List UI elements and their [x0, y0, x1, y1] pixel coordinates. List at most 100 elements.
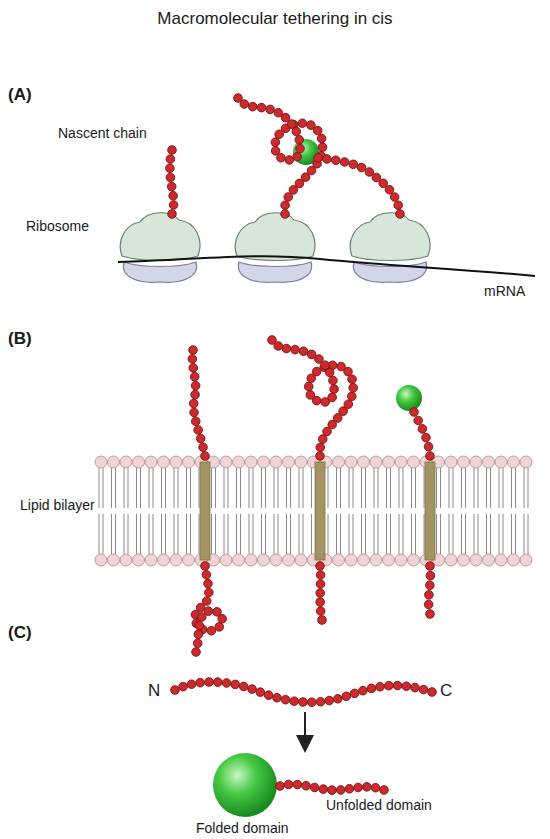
amino-acid-bead	[231, 680, 240, 689]
amino-acid-bead	[402, 682, 411, 691]
lipid-head	[158, 456, 170, 468]
amino-acid-bead	[205, 678, 214, 687]
amino-acid-bead	[316, 697, 325, 706]
amino-acid-bead	[384, 681, 393, 690]
lipid-head	[508, 456, 520, 468]
lipid-tail	[186, 468, 187, 508]
lipid-tail	[424, 468, 425, 508]
lipid-head	[270, 456, 282, 468]
lipid-tail	[453, 514, 454, 554]
amino-acid-bead	[193, 639, 202, 648]
amino-acid-bead	[293, 152, 302, 161]
lipid-tail	[528, 468, 529, 508]
amino-acid-bead	[319, 785, 328, 794]
amino-acid-bead	[414, 416, 423, 425]
amino-acid-bead	[367, 684, 376, 693]
lipid-head	[345, 456, 357, 468]
lipid-tail	[240, 468, 241, 508]
lipid-tail	[178, 468, 179, 508]
lipid-tail	[515, 468, 516, 508]
lipid-tail	[349, 468, 350, 508]
lipid-head	[258, 554, 270, 566]
amino-acid-bead	[191, 381, 200, 390]
lipid-tail	[311, 514, 312, 554]
lipid-tail	[265, 468, 266, 508]
amino-acid-bead	[257, 103, 266, 112]
amino-acid-bead	[316, 443, 325, 452]
amino-acid-bead	[316, 589, 325, 598]
amino-acid-bead	[276, 782, 285, 791]
lipid-head	[395, 554, 407, 566]
lipid-tail	[190, 468, 191, 508]
amino-acid-bead	[307, 121, 316, 130]
lipid-head	[295, 554, 307, 566]
lipid-tail	[136, 514, 137, 554]
lipid-tail	[174, 468, 175, 508]
lipid-head	[458, 456, 470, 468]
amino-acid-bead	[188, 355, 197, 364]
lipid-head	[370, 554, 382, 566]
amino-acid-bead	[348, 392, 357, 401]
lipid-tail	[361, 468, 362, 508]
amino-acid-bead	[318, 143, 327, 152]
lipid-tail	[440, 514, 441, 554]
amino-acid-bead	[296, 144, 305, 153]
amino-acid-bead	[350, 689, 359, 698]
amino-acid-bead	[256, 688, 265, 697]
lipid-tail	[211, 514, 212, 554]
lipid-tail	[478, 468, 479, 508]
lipid-tail	[511, 514, 512, 554]
lipid-tail	[490, 468, 491, 508]
panel-letter: (C)	[8, 624, 32, 643]
lipid-tail	[261, 468, 262, 508]
lipid-tail	[449, 468, 450, 508]
amino-acid-bead	[194, 426, 203, 435]
lipid-head	[270, 554, 282, 566]
amino-acid-bead	[345, 785, 354, 794]
lipid-tail	[249, 514, 250, 554]
amino-acid-bead	[371, 783, 380, 792]
lipid-tail	[124, 514, 125, 554]
amino-acid-bead	[264, 691, 273, 700]
amino-acid-bead	[316, 580, 325, 589]
amino-acid-bead	[410, 408, 419, 417]
amino-acid-bead	[323, 155, 332, 164]
amino-acid-bead	[195, 621, 204, 630]
amino-acid-bead	[318, 616, 327, 625]
amino-acid-bead	[222, 679, 231, 688]
amino-acid-bead	[426, 571, 435, 580]
amino-acid-bead	[307, 350, 316, 359]
lipid-tail	[378, 468, 379, 508]
amino-acid-bead	[196, 434, 205, 443]
lipid-tail	[524, 468, 525, 508]
lipid-tail	[115, 468, 116, 508]
lipid-tail	[474, 468, 475, 508]
amino-acid-bead	[299, 698, 308, 707]
amino-acid-bead	[204, 579, 213, 588]
lipid-head	[220, 456, 232, 468]
amino-acid-bead	[275, 130, 284, 139]
amino-acid-bead	[419, 685, 428, 694]
lipid-head	[508, 554, 520, 566]
lipid-head	[183, 456, 195, 468]
lipid-tail	[149, 514, 150, 554]
lipid-tail	[503, 514, 504, 554]
amino-acid-bead	[349, 160, 358, 169]
amino-acid-bead	[215, 623, 224, 632]
transition-arrow	[304, 712, 306, 744]
amino-acid-bead	[302, 781, 311, 790]
lipid-tail	[311, 468, 312, 508]
amino-acid-bead	[202, 571, 211, 580]
lipid-tail	[299, 468, 300, 508]
part-label: mRNA	[484, 284, 525, 299]
lipid-tail	[374, 514, 375, 554]
lipid-tail	[278, 468, 279, 508]
amino-acid-bead	[281, 695, 290, 704]
transmembrane-segment	[200, 462, 210, 560]
lipid-head	[183, 554, 195, 566]
lipid-head	[133, 456, 145, 468]
lipid-head	[408, 554, 420, 566]
amino-acid-bead	[426, 581, 435, 590]
lipid-head	[495, 554, 507, 566]
lipid-tail	[415, 468, 416, 508]
